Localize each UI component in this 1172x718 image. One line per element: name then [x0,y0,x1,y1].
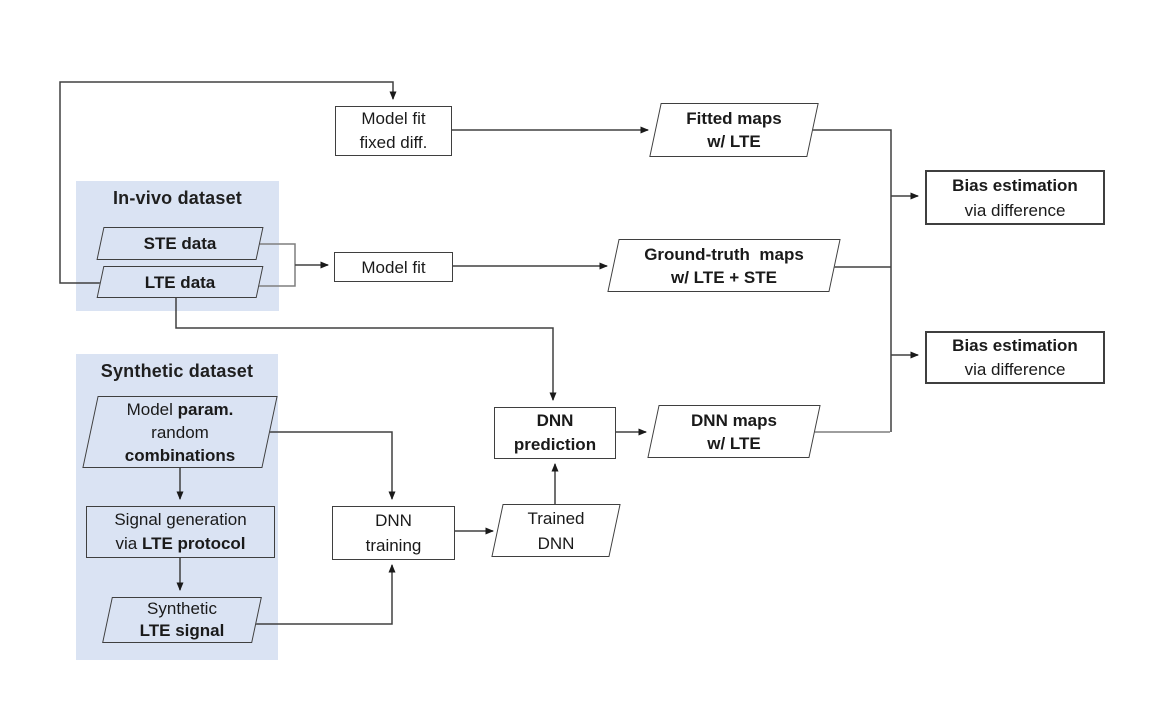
node-label-part: LTE protocol [141,534,246,553]
node-label: DNN [537,533,575,553]
node-label: DNN [375,511,412,530]
node-label: Fitted maps [686,109,782,128]
node-label: combinations [124,445,236,465]
node-label: DNN maps [691,410,777,430]
node-label: Signal generation [114,510,247,529]
model-fit-node: Model fit [334,252,453,282]
dnn-maps-node: DNN maps w/ LTE [647,405,821,458]
signal-generation-node: Signal generation via LTE protocol [86,506,275,558]
node-label: random [151,422,209,442]
ground-truth-maps-node: Ground-truth maps w/ LTE + STE [607,239,841,292]
node-label: via difference [964,200,1066,220]
connector-model-param-to-dnn-training [264,431,396,500]
node-label: via LTE protocol [115,532,245,556]
dnn-training-node: DNN training [332,506,455,560]
node-label: LTE data [144,272,216,292]
node-label: Bias estimation [952,175,1078,195]
node-label-part: via [115,534,142,553]
node-label: w/ LTE [707,433,761,453]
fitted-maps-node: Fitted maps w/ LTE [649,103,819,157]
node-label: prediction [513,435,597,454]
bias-estimation-top-node: Bias estimation via difference [925,170,1105,225]
invivo-panel-title: In-vivo dataset [112,188,243,208]
node-label: STE data [143,234,217,253]
model-param-combinations-node: Model param. random combinations [82,396,278,468]
dnn-prediction-node: DNN prediction [494,407,616,459]
trained-dnn-node: Trained DNN [491,504,621,557]
node-label-part: Model [126,399,178,419]
synthetic-panel-title: Synthetic dataset [100,361,254,381]
lte-data-node: LTE data [96,266,264,298]
node-label-part: param. [177,399,234,419]
ste-data-node: STE data [96,227,264,260]
node-label: via difference [964,359,1066,379]
node-label: w/ LTE + STE [671,267,777,287]
node-label: Model fit [361,257,426,277]
node-label: Model param. [127,398,234,421]
model-fit-fixed-diff-node: Model fit fixed diff. [335,106,452,156]
synthetic-lte-signal-node: Synthetic LTE signal [102,597,262,643]
bias-estimation-bottom-node: Bias estimation via difference [925,331,1105,384]
node-label: fixed diff. [359,133,428,152]
node-label: Synthetic [147,599,217,618]
node-label: LTE signal [139,621,225,640]
node-label: DNN [536,411,574,430]
node-label: Trained [527,508,585,528]
node-label: Ground-truth maps [644,244,804,264]
node-label: training [365,536,422,555]
node-label: Bias estimation [952,335,1078,355]
node-label: Model fit [361,109,426,128]
node-label: w/ LTE [707,132,761,151]
